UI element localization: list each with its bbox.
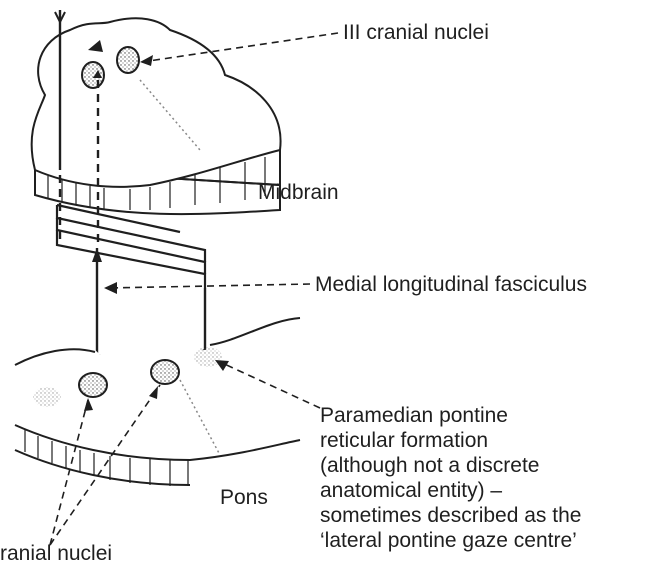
mlf-leader-arrow-icon	[104, 282, 117, 294]
iii-nucleus-left	[82, 62, 104, 88]
pprf-label-line: (although not a discrete	[320, 453, 581, 478]
pons-label: Pons	[220, 485, 268, 510]
mlf-arrow-icon	[92, 248, 102, 262]
vi-nucleus-left	[79, 373, 107, 397]
mlf-tract	[97, 248, 205, 360]
pprf-label-line: ‘lateral pontine gaze centre’	[320, 528, 581, 553]
pprf-label-line: reticular formation	[320, 428, 581, 453]
pprf-label-line: anatomical entity) –	[320, 478, 581, 503]
pprf-label: Paramedian pontine reticular formation (…	[320, 403, 581, 553]
vi-cranial-nuclei-label: ranial nuclei	[0, 541, 112, 566]
midbrain-section	[32, 18, 281, 214]
mlf-bands	[57, 205, 205, 288]
iii-cranial-nuclei-label: III cranial nuclei	[343, 20, 489, 45]
iii-nucleus-right	[117, 47, 139, 73]
midbrain-label: Midbrain	[258, 180, 339, 205]
mlf-label: Medial longitudinal fasciculus	[315, 272, 587, 297]
pprf-label-line: sometimes described as the	[320, 503, 581, 528]
pprf-label-line: Paramedian pontine	[320, 403, 581, 428]
vi-nucleus-right	[151, 360, 179, 384]
pons-section	[15, 318, 315, 485]
